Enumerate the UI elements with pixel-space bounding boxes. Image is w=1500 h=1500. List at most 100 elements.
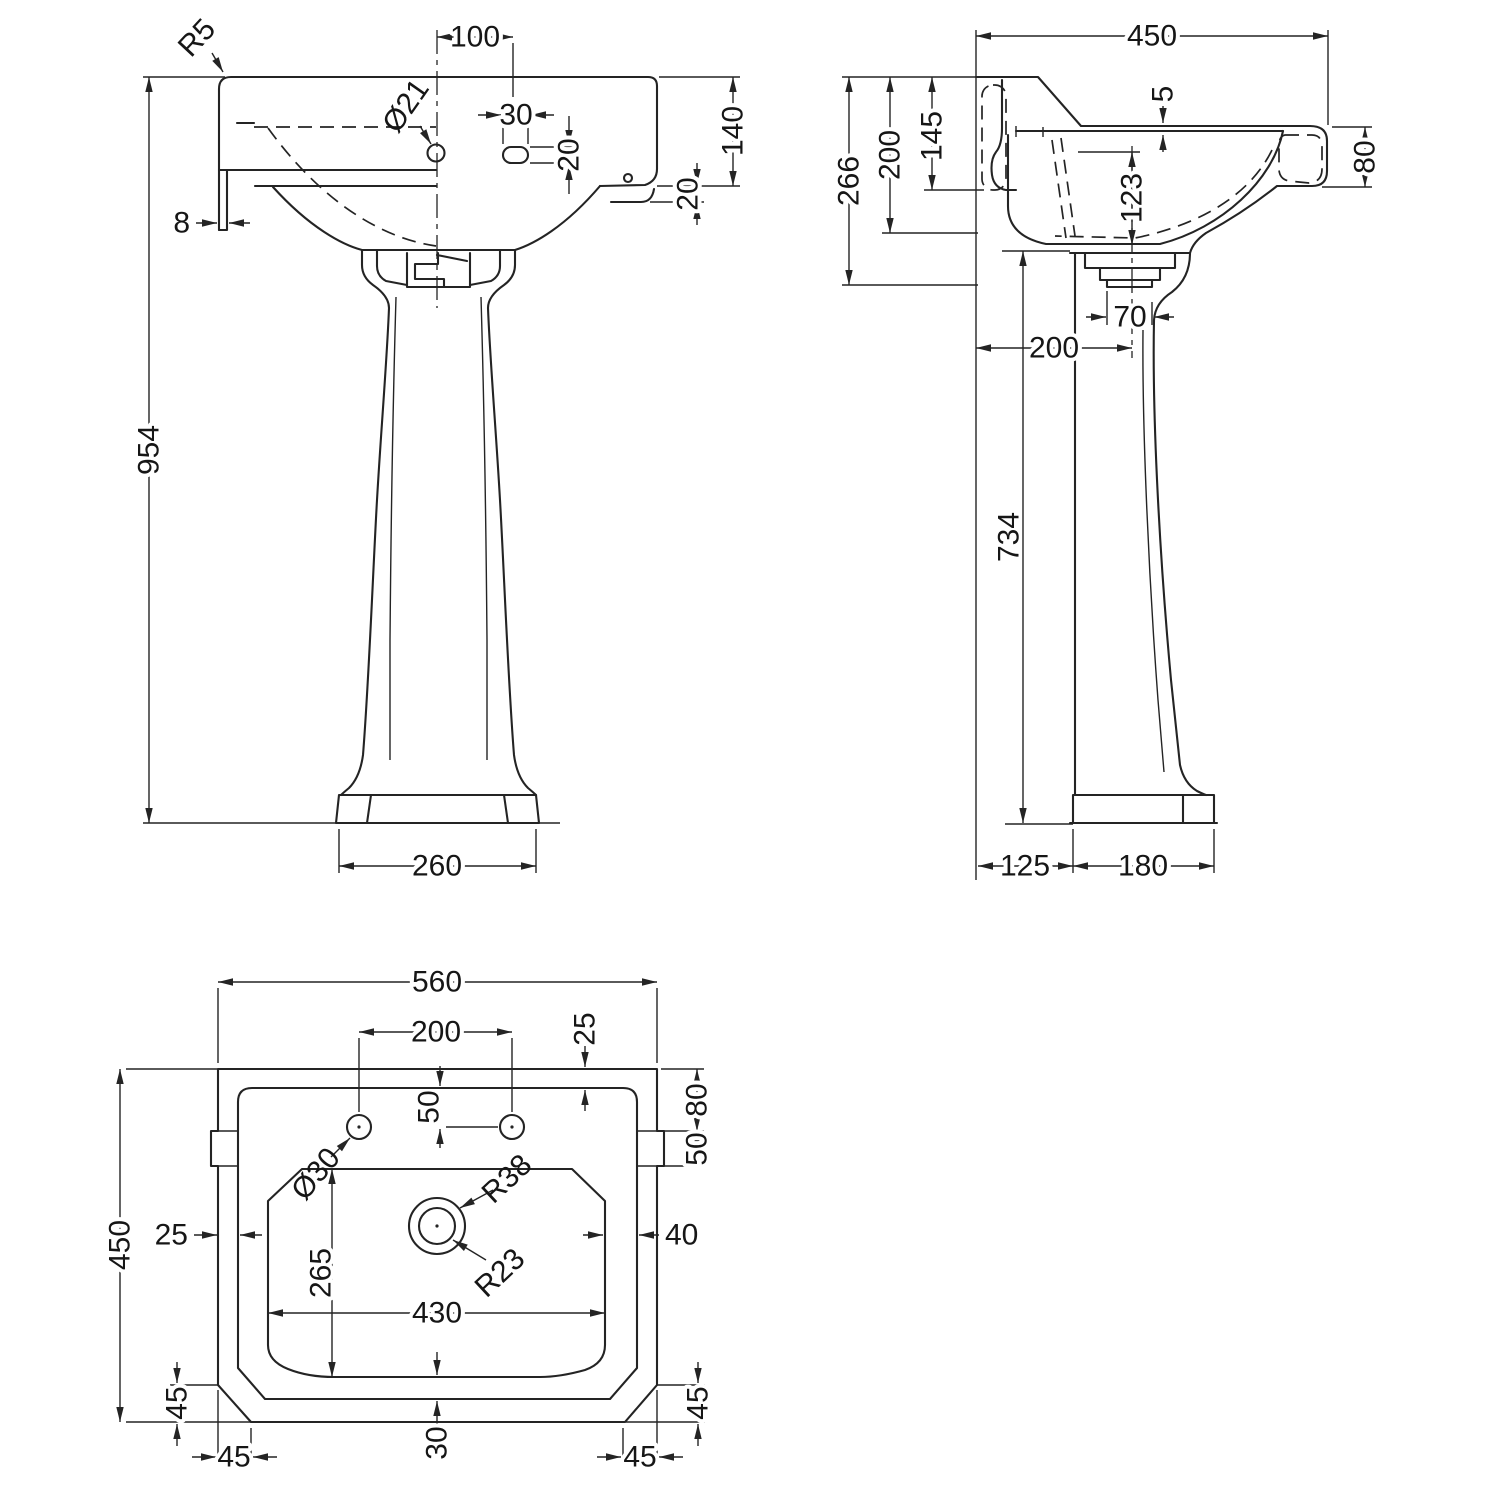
front-view: 954 R5 Ø21 100 30 20 [129,13,754,887]
side-back-wall-contour [990,78,1018,192]
dim-label-front-height: 954 [133,425,166,475]
front-pedestal-contour-right [480,296,488,760]
front-hidden-bowl-curve [267,127,437,247]
dim-label-plan-560: 560 [412,966,462,999]
dim-label-side-80: 80 [1349,140,1382,173]
front-left-lip [217,168,229,232]
side-bowl-inner [1006,129,1285,246]
dim-label-plan-45-br-v: 45 [682,1386,715,1419]
side-outlet-steps [1068,251,1192,289]
dim-label-plan-80: 80 [681,1083,714,1116]
front-pedestal-contour-left [389,296,397,760]
dim-label-side-450: 450 [1127,20,1177,53]
front-tap-hole [426,143,446,163]
dim-side-450: 450 [976,16,1329,125]
dim-plan-80: 80 [661,1068,718,1132]
dim-label-side-734: 734 [993,512,1026,562]
dim-label-side-5: 5 [1147,86,1180,103]
side-overflow-pocket [1278,134,1323,184]
dim-plan-50-holes: 50 [413,1066,498,1148]
dim-plan-45-br-v: 45 [625,1362,719,1446]
dim-label-front-r5: R5 [172,13,222,64]
front-fixing-hole [622,172,634,184]
dim-side-125: 125 [978,829,1074,887]
dim-side-180: 180 [1073,829,1215,887]
dim-label-side-145: 145 [916,111,949,161]
dim-plan-30-bottom: 30 [417,1352,458,1464]
front-overflow-slot [501,145,530,165]
dim-side-200-drain: 200 [976,328,1132,369]
dim-front-954: 954 [129,76,225,823]
side-bowl-hidden [1051,137,1273,239]
dim-label-plan-45-bl-v: 45 [161,1386,194,1419]
front-waste-trap-steps [405,251,472,289]
plan-drain-inner [417,1206,457,1246]
dim-plan-dia30: Ø30 [285,1137,351,1206]
side-pedestal-contour [1142,329,1165,773]
plan-tap-hole-left-center [357,1125,361,1129]
dim-front-140: 140 [657,76,754,187]
side-view: 450 5 145 200 266 123 [829,16,1386,887]
dim-front-dia21: Ø21 [376,73,436,145]
dim-side-200-back: 200 [870,77,978,234]
dim-front-r5: R5 [172,13,224,73]
dim-label-side-180: 180 [1118,850,1168,883]
plan-drain-center [435,1224,439,1228]
dim-side-734: 734 [993,251,1027,823]
dim-front-8: 8 [173,207,250,240]
dim-label-plan-25-top: 25 [569,1012,602,1045]
dim-side-80: 80 [1322,126,1386,188]
front-bowl-curve-left [271,185,364,252]
dim-plan-45-bl-v: 45 [157,1362,218,1446]
dim-label-plan-45-bl-h: 45 [217,1441,250,1474]
dim-front-20-slot: 20 [530,116,590,194]
dim-plan-40: 40 [583,1219,698,1252]
side-plinth [1068,793,1219,825]
dim-plan-50-side: 50 [664,1128,718,1170]
dim-label-plan-50-side: 50 [681,1132,714,1165]
dim-front-100: 100 [437,17,514,97]
front-pedestal-left [339,248,391,797]
plan-tap-hole-left [345,1113,373,1141]
front-basin-ledge [609,187,656,204]
dim-side-123: 123 [1078,151,1153,245]
dim-plan-450: 450 [100,1068,251,1423]
dim-label-plan-200: 200 [411,1016,461,1049]
plan-side-ledge-lines [211,1130,664,1167]
dim-label-plan-40: 40 [665,1219,698,1252]
dim-label-side-266: 266 [833,156,866,206]
front-collar-inner-left [375,248,409,287]
dim-label-side-123: 123 [1116,173,1149,223]
dim-label-plan-450: 450 [104,1220,137,1270]
front-bowl-curve-right [513,184,602,252]
dim-front-30: 30 [478,95,554,144]
front-collar-inner-right [468,248,502,287]
dim-label-plan-r38: R38 [476,1148,539,1210]
front-basin-outline [217,75,659,188]
dim-front-260: 260 [338,829,537,887]
dim-plan-25-top: 25 [569,1012,602,1111]
side-rim-ledge-ticks [1015,126,1044,137]
dim-label-side-200-drain: 200 [1029,332,1079,365]
plan-view: 560 200 25 450 80 50 [100,962,719,1478]
dim-label-plan-45-br-h: 45 [623,1441,656,1474]
dim-plan-r38: R38 [459,1148,539,1210]
plan-drain-outer [407,1196,467,1256]
dim-side-145: 145 [912,77,984,191]
dim-label-plan-30-bottom: 30 [421,1426,454,1459]
side-hanger-slot [981,84,1007,191]
dim-label-side-200-back: 200 [874,130,907,180]
dim-label-plan-265: 265 [305,1248,338,1298]
dim-label-plan-25-left: 25 [155,1219,188,1252]
dim-label-front-100: 100 [450,21,500,54]
dim-label-front-8: 8 [173,207,190,240]
plan-inner-rim [236,1086,639,1401]
dim-front-20-ledge: 20 [650,163,709,225]
dim-plan-200: 200 [358,1012,513,1112]
dim-label-side-125: 125 [1000,850,1050,883]
dim-plan-560: 560 [217,962,658,1063]
plan-tap-hole-right [498,1113,526,1141]
dim-label-front-20-slot: 20 [553,138,586,171]
